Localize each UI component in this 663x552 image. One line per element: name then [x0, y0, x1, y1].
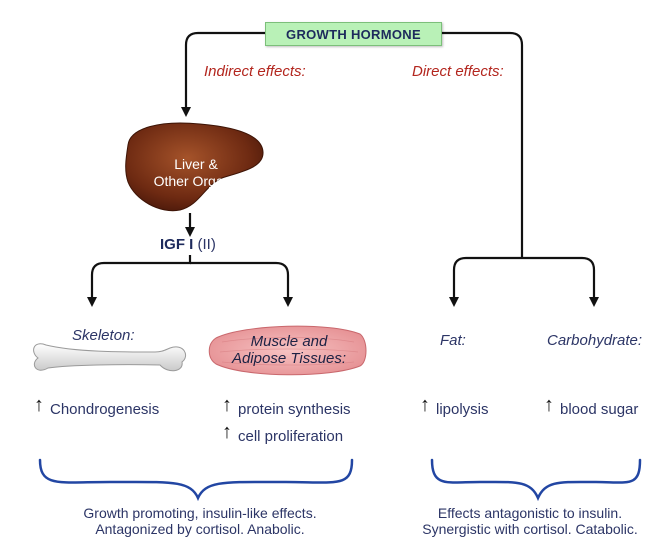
muscle-fibers	[219, 337, 359, 366]
effect-blood-sugar: blood sugar	[560, 401, 639, 418]
effect-cell-proliferation: cell proliferation	[238, 428, 344, 445]
up-arrow-icon: ↑	[222, 394, 232, 416]
left-brace	[38, 458, 354, 502]
bone-shape	[33, 343, 186, 372]
effect-chondrogenesis: Chondrogenesis	[50, 401, 160, 418]
igf-label: IGF I (II)	[160, 236, 216, 253]
right-brace	[430, 458, 642, 502]
liver-label-line2: Other Organs	[153, 173, 239, 189]
igf-right-branch	[190, 261, 293, 307]
direct-connector	[440, 31, 524, 258]
summary-right-line2: Synergistic with cortisol. Catabolic.	[422, 521, 638, 537]
igf-main: IGF I	[160, 236, 194, 253]
effect-lipolysis: lipolysis	[436, 401, 489, 418]
connector-lines	[87, 31, 599, 307]
summary-right-line1: Effects antagonistic to insulin.	[437, 505, 623, 521]
liver-label-line1: Liver &	[174, 156, 218, 172]
muscle-label-line1: Muscle and	[250, 333, 328, 350]
fat-label: Fat:	[440, 332, 466, 349]
direct-left-branch	[449, 256, 522, 307]
direct-effects-label: Direct effects:	[412, 63, 504, 80]
direct-right-branch	[522, 256, 599, 307]
growth-hormone-title: GROWTH HORMONE	[265, 22, 442, 46]
skeleton-label: Skeleton:	[72, 327, 135, 344]
brace-marks	[38, 458, 642, 502]
indirect-connector	[181, 31, 265, 117]
carbohydrate-label: Carbohydrate:	[547, 332, 643, 349]
up-arrow-icon: ↑	[544, 394, 554, 416]
igf-left-branch	[87, 255, 192, 307]
effect-protein-synthesis: protein synthesis	[238, 401, 351, 418]
muscle-shape	[208, 325, 367, 376]
summary-left: Growth promoting, insulin-like effects. …	[30, 505, 370, 537]
indirect-effects-label: Indirect effects:	[204, 63, 306, 80]
igf-paren: (II)	[197, 236, 216, 253]
muscle-label-line2: Adipose Tissues:	[231, 350, 347, 367]
up-arrow-icon: ↑	[34, 394, 44, 416]
summary-left-line1: Growth promoting, insulin-like effects.	[83, 505, 317, 521]
up-arrow-icon: ↑	[222, 421, 232, 443]
liver-label: Liver & Other Organs	[146, 156, 246, 190]
liver-shape	[125, 122, 264, 212]
summary-right: Effects antagonistic to insulin. Synergi…	[400, 505, 660, 537]
up-arrow-icon: ↑	[420, 394, 430, 416]
muscle-label: Muscle and Adipose Tissues:	[216, 333, 362, 367]
summary-left-line2: Antagonized by cortisol. Anabolic.	[95, 521, 305, 537]
